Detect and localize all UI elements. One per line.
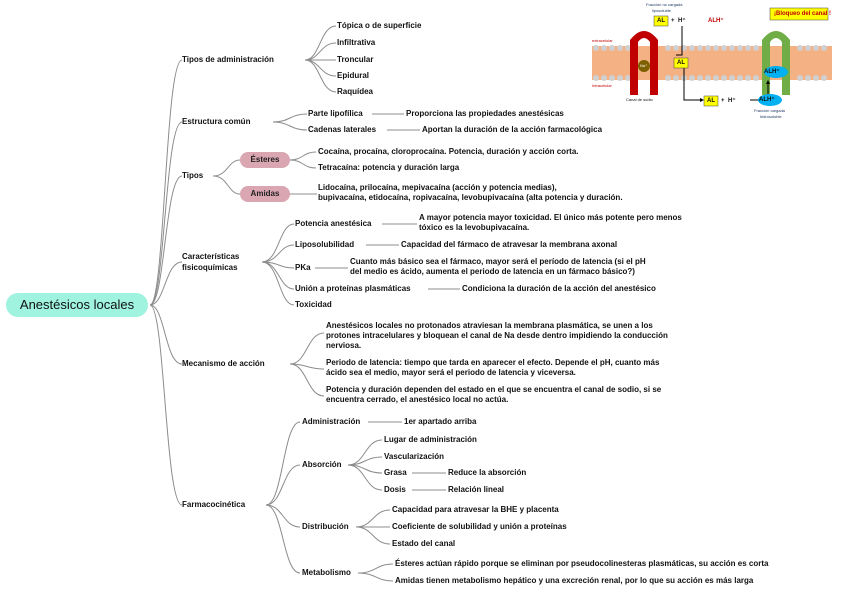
toxicidad: Toxicidad bbox=[295, 300, 332, 310]
branch-tipos-administracion[interactable]: Tipos de administración bbox=[182, 55, 274, 65]
intracellular-label: Intracelular bbox=[592, 83, 612, 88]
latencia-text: Periodo de latencia: tiempo que tarda en… bbox=[326, 358, 659, 368]
estructura-key: Cadenas laterales bbox=[308, 125, 376, 135]
distribucion-item: Estado del canal bbox=[392, 539, 455, 549]
pka-value-line2: del medio es ácido, aumenta el periodo d… bbox=[350, 267, 635, 277]
channel-label: Canal de sodio bbox=[626, 97, 653, 102]
plus-label: + bbox=[671, 17, 675, 25]
potencia-value-line2: tóxico es la levobupivacaína. bbox=[419, 223, 529, 233]
mecanismo-text: protones intracelulares y bloquean el ca… bbox=[326, 331, 668, 341]
al-label-intracellular: AL bbox=[707, 97, 715, 105]
h-ion-label: H⁺ bbox=[678, 17, 686, 25]
absorcion-key: Absorción bbox=[302, 460, 342, 470]
alh-bound-label: ALH⁺ bbox=[764, 68, 780, 76]
estructura-key: Parte lipofílica bbox=[308, 109, 363, 119]
mecanismo-text: Anestésicos locales no protonados atravi… bbox=[326, 321, 653, 331]
top-label-2: liposoluble bbox=[652, 8, 671, 13]
distribucion-key: Distribución bbox=[302, 522, 349, 532]
pka-key: PKa bbox=[295, 263, 311, 273]
branch-farmacocinetica[interactable]: Farmacocinética bbox=[182, 500, 245, 510]
admin-item: Tópica o de superficie bbox=[337, 21, 421, 31]
admin-item: Raquídea bbox=[337, 87, 373, 97]
union-proteinas-key: Unión a proteínas plasmáticas bbox=[295, 284, 411, 294]
absorcion-item: Lugar de administración bbox=[384, 435, 477, 445]
branch-caracteristicas[interactable]: Características bbox=[182, 252, 239, 262]
bottom-label: Fracción cargada bbox=[754, 108, 785, 113]
potencia-key: Potencia anestésica bbox=[295, 219, 371, 229]
admin-item: Epidural bbox=[337, 71, 369, 81]
pka-value: Cuanto más básico sea el fármaco, mayor … bbox=[350, 257, 646, 267]
branch-mecanismo-accion[interactable]: Mecanismo de acción bbox=[182, 359, 265, 369]
branch-tipos[interactable]: Tipos bbox=[182, 171, 203, 181]
alh-intracellular-label: ALH⁺ bbox=[759, 96, 775, 104]
liposolubilidad-key: Liposolubilidad bbox=[295, 240, 354, 250]
absorcion-item-value: Relación lineal bbox=[448, 485, 504, 495]
al-label-membrane: AL bbox=[677, 59, 685, 67]
admin-item: Infiltrativa bbox=[337, 38, 375, 48]
metabolismo-key: Metabolismo bbox=[302, 568, 351, 578]
administracion-key: Administración bbox=[302, 417, 360, 427]
amidas-pill[interactable]: Amidas bbox=[240, 186, 290, 202]
distribucion-item: Capacidad para atravesar la BHE y placen… bbox=[392, 505, 559, 515]
na-ion-label: Na⁺ bbox=[640, 63, 647, 68]
extracellular-label: extracelular bbox=[592, 38, 613, 43]
liposolubilidad-value: Capacidad del fármaco de atravesar la me… bbox=[401, 240, 617, 250]
union-proteinas-value: Condiciona la duración de la acción del … bbox=[462, 284, 656, 294]
distribucion-item: Coeficiente de solubilidad y unión a pro… bbox=[392, 522, 567, 532]
top-label: Fracción no cargada bbox=[646, 2, 682, 7]
administracion-value: 1er apartado arriba bbox=[404, 417, 476, 427]
metabolismo-item: Ésteres actúan rápido porque se eliminan… bbox=[395, 559, 768, 569]
latencia-text: ácido sea el medio, mayor será el period… bbox=[326, 368, 576, 378]
potencia-duracion-text: Potencia y duración dependen del estado … bbox=[326, 385, 661, 395]
estructura-value: Proporciona las propiedades anestésicas bbox=[406, 109, 564, 119]
block-label: ¡Bloqueo del canal ! bbox=[774, 10, 831, 18]
h-ion-label-2: H⁺ bbox=[728, 97, 736, 105]
mecanismo-text: nerviosa. bbox=[326, 341, 361, 351]
alh-label: ALH⁺ bbox=[708, 17, 724, 25]
potencia-value: A mayor potencia mayor toxicidad. El úni… bbox=[419, 213, 682, 223]
root-node[interactable]: Anestésicos locales bbox=[6, 293, 148, 317]
al-label: AL bbox=[657, 17, 665, 25]
amidas-line: bupivacaína, etidocaína, ropivacaína, le… bbox=[318, 193, 623, 203]
potencia-duracion-text: encuentra cerrado, el anestésico local n… bbox=[326, 395, 508, 405]
esteres-pill[interactable]: Ésteres bbox=[240, 152, 290, 168]
plus-label-2: + bbox=[721, 97, 725, 105]
amidas-line: Lidocaína, prilocaína, mepivacaína (acci… bbox=[318, 183, 557, 193]
absorcion-item-value: Reduce la absorción bbox=[448, 468, 526, 478]
absorcion-item: Dosis bbox=[384, 485, 406, 495]
metabolismo-item: Amidas tienen metabolismo hepático y una… bbox=[395, 576, 753, 586]
absorcion-item: Vascularización bbox=[384, 452, 444, 462]
absorcion-item: Grasa bbox=[384, 468, 407, 478]
esteres-line: Cocaína, procaína, cloroprocaína. Potenc… bbox=[318, 147, 579, 157]
admin-item: Troncular bbox=[337, 55, 373, 65]
branch-estructura-comun[interactable]: Estructura común bbox=[182, 117, 250, 127]
branch-caracteristicas-line2: fisicoquímicas bbox=[182, 263, 238, 273]
sodium-channel-illustration: Fracción no cargada liposoluble ¡Bloqueo… bbox=[592, 0, 832, 122]
estructura-value: Aportan la duración de la acción farmaco… bbox=[422, 125, 602, 135]
esteres-line: Tetracaína: potencia y duración larga bbox=[318, 163, 459, 173]
membrane-layer bbox=[592, 46, 832, 80]
bottom-label-2: hidrosoluble bbox=[760, 114, 782, 119]
